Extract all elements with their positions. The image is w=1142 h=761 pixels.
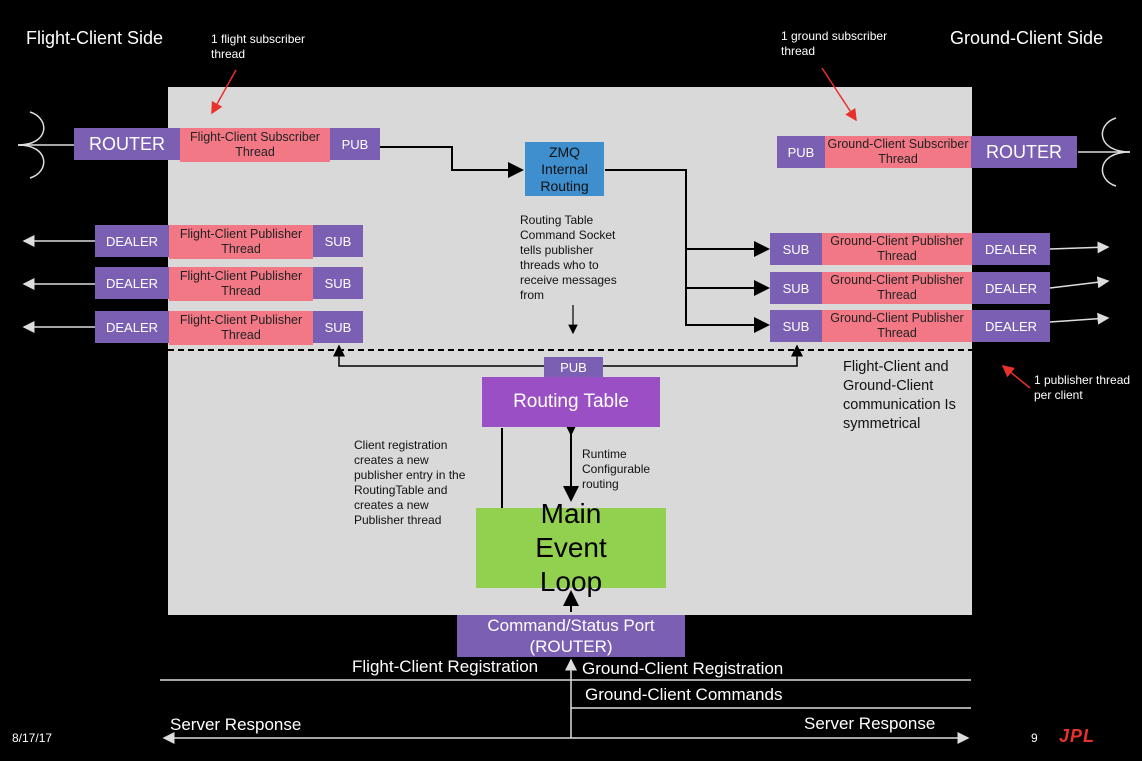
ground-publisher-thread-3: Ground-Client Publisher Thread [822, 310, 972, 342]
ground-sub-2: SUB [770, 272, 822, 304]
ground-dealer-1: DEALER [972, 233, 1050, 265]
ground-sub-1: SUB [770, 233, 822, 265]
flight-sub-3: SUB [313, 311, 363, 343]
flight-dealer-2: DEALER [95, 267, 169, 299]
flight-dealer-3: DEALER [95, 311, 169, 343]
ground-publisher-thread-2: Ground-Client Publisher Thread [822, 272, 972, 304]
ground-subscriber-thread: Ground-Client Subscriber Thread [825, 136, 971, 168]
ground-sub-3: SUB [770, 310, 822, 342]
flight-publisher-thread-1: Flight-Client Publisher Thread [169, 225, 313, 259]
ground-registration-label: Ground-Client Registration [582, 659, 784, 678]
ground-dealer-3: DEALER [972, 310, 1050, 342]
command-status-port: Command/Status Port (ROUTER) [457, 615, 685, 657]
publisher-per-client-note: 1 publisher thread per client [1034, 373, 1131, 402]
ground-side-title: Ground-Client Side [950, 28, 1104, 48]
flight-pub: PUB [330, 128, 380, 160]
flight-registration-label: Flight-Client Registration [352, 657, 539, 676]
ground-router: ROUTER [971, 136, 1077, 168]
symmetry-note: Flight-Client and Ground-Client communic… [843, 359, 956, 432]
flight-router: ROUTER [74, 128, 180, 160]
ground-publisher-thread-1: Ground-Client Publisher Thread [822, 233, 972, 265]
jpl-logo: JPL [1059, 726, 1096, 746]
routing-table: Routing Table [482, 377, 660, 427]
flight-side-title: Flight-Client Side [26, 28, 164, 48]
client-registration-note: Client registration creates a new publis… [354, 438, 466, 527]
ground-sub-thread-note: 1 ground subscriber thread [781, 29, 888, 58]
flight-sub-1: SUB [313, 225, 363, 257]
flight-publisher-thread-3: Flight-Client Publisher Thread [169, 311, 313, 345]
zmq-internal-routing: ZMQ Internal Routing [525, 142, 604, 196]
flight-publisher-thread-2: Flight-Client Publisher Thread [169, 267, 313, 301]
main-event-loop: Main Event Loop [476, 498, 666, 597]
ground-pub: PUB [777, 136, 825, 168]
flight-sub-2: SUB [313, 267, 363, 299]
runtime-config-note: Runtime Configurable routing [582, 447, 651, 491]
flight-sub-thread-note: 1 flight subscriber thread [211, 32, 306, 61]
slide-page-number: 9 [1031, 731, 1038, 745]
ground-commands-label: Ground-Client Commands [585, 685, 783, 704]
routing-cmd-socket-note: Routing Table Command Socket tells publi… [520, 213, 617, 302]
server-response-left-label: Server Response [170, 715, 302, 734]
flight-dealer-1: DEALER [95, 225, 169, 257]
server-response-right-label: Server Response [804, 714, 936, 733]
flight-subscriber-thread: Flight-Client Subscriber Thread [180, 128, 330, 162]
routing-table-pub: PUB [544, 357, 603, 377]
ground-dealer-2: DEALER [972, 272, 1050, 304]
slide-date: 8/17/17 [12, 731, 53, 745]
